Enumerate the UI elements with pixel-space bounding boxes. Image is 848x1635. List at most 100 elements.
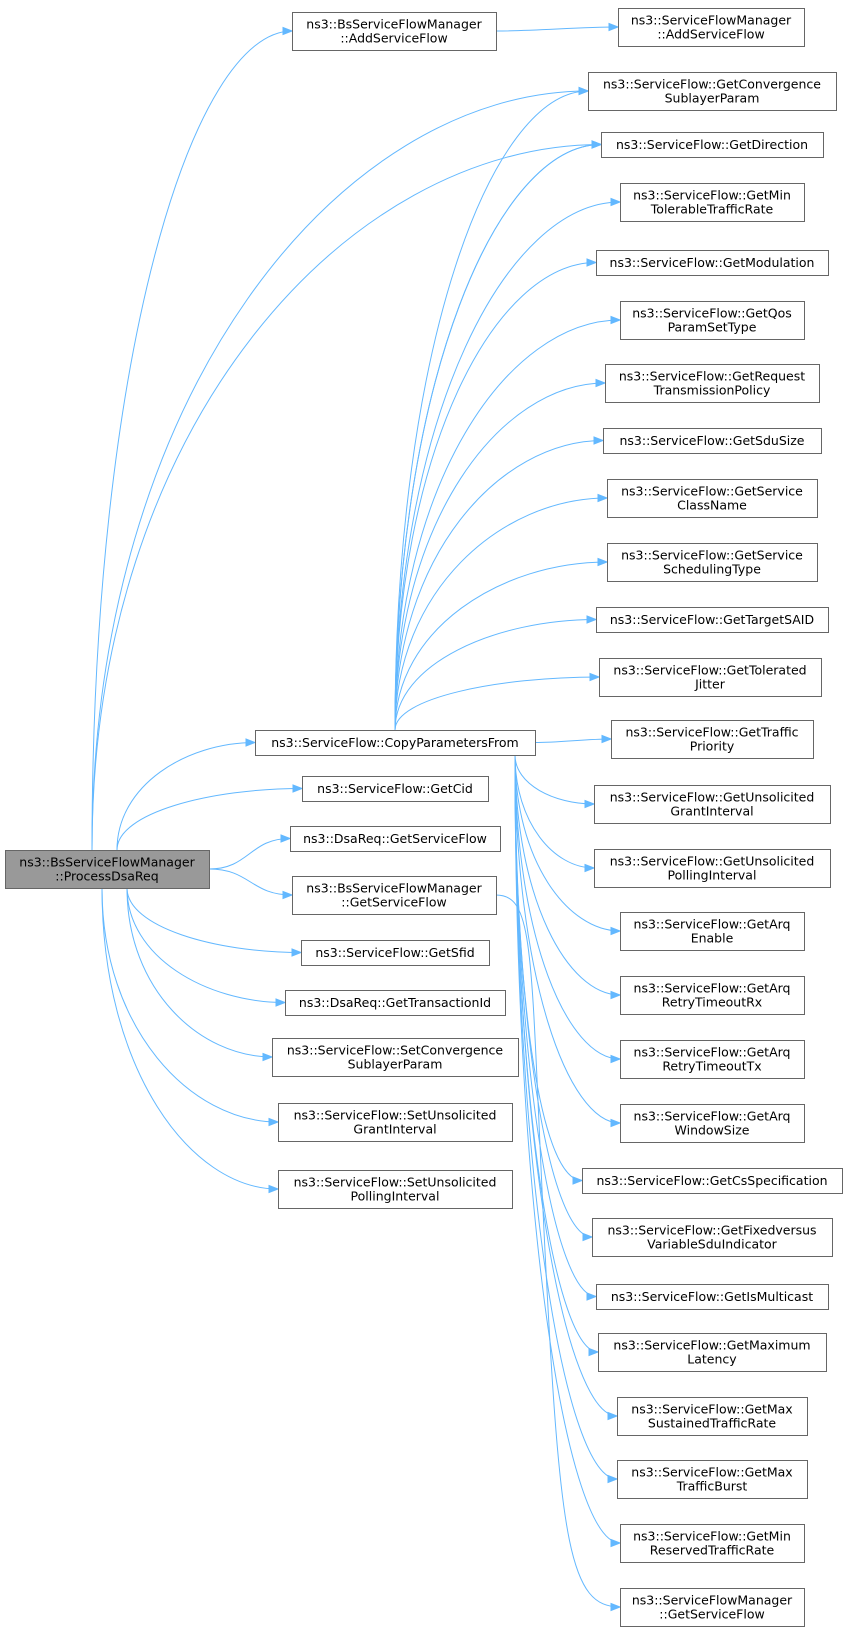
node-label-line: ns3::ServiceFlow::GetIsMulticast: [611, 1289, 813, 1304]
node-box: [607, 479, 818, 518]
node-get-min-reserved-traffic-rate[interactable]: ns3::ServiceFlow::GetMinReservedTrafficR…: [620, 1524, 805, 1563]
node-label-line: WindowSize: [675, 1123, 750, 1138]
node-copy-parameters-from[interactable]: ns3::ServiceFlow::CopyParametersFrom: [255, 730, 536, 756]
node-get-max-sustained-traffic-rate[interactable]: ns3::ServiceFlow::GetMaxSustainedTraffic…: [617, 1397, 808, 1436]
node-get-cs-specification[interactable]: ns3::ServiceFlow::GetCsSpecification: [582, 1168, 843, 1194]
node-box: [301, 940, 490, 966]
node-bs-add-service-flow[interactable]: ns3::BsServiceFlowManager::AddServiceFlo…: [292, 12, 497, 51]
node-get-sfid[interactable]: ns3::ServiceFlow::GetSfid: [301, 940, 490, 966]
node-box: [620, 976, 805, 1015]
arrowhead-icon: [610, 926, 622, 936]
node-get-service-scheduling-type[interactable]: ns3::ServiceFlow::GetServiceSchedulingTy…: [607, 543, 818, 582]
node-get-target-said[interactable]: ns3::ServiceFlow::GetTargetSAID: [596, 607, 829, 633]
node-label-line: ns3::ServiceFlow::GetFixedversus: [607, 1223, 816, 1238]
node-set-unsolicited-polling-interval[interactable]: ns3::ServiceFlow::SetUnsolicitedPollingI…: [278, 1170, 513, 1209]
node-label-line: ns3::ServiceFlow::GetQos: [632, 306, 792, 321]
node-get-sdu-size[interactable]: ns3::ServiceFlow::GetSduSize: [603, 428, 822, 454]
node-label-line: GrantInterval: [670, 804, 753, 819]
arrowhead-icon: [610, 197, 622, 207]
arrowhead-icon: [591, 140, 603, 149]
arrowhead-icon: [586, 1292, 598, 1301]
node-label-line: SublayerParam: [665, 91, 760, 106]
node-box: [617, 1460, 808, 1499]
node-box: [599, 658, 822, 697]
node-get-convergence-sublayer-param[interactable]: ns3::ServiceFlow::GetConvergenceSublayer…: [588, 72, 837, 111]
node-box: [601, 132, 824, 158]
node-label-line: ns3::ServiceFlow::GetCsSpecification: [596, 1173, 827, 1188]
arrowhead-icon: [582, 1232, 594, 1242]
node-dsareq-get-service-flow[interactable]: ns3::DsaReq::GetServiceFlow: [290, 826, 501, 852]
node-box: [611, 720, 814, 759]
node-box: [594, 785, 831, 824]
node-get-direction[interactable]: ns3::ServiceFlow::GetDirection: [601, 132, 824, 158]
arrowhead-icon: [608, 22, 620, 32]
node-box: [255, 730, 536, 756]
edge-process-dsa-req-to-dsareq-get-service-flow: [208, 838, 291, 870]
edge-process-dsa-req-to-dsareq-get-transaction-id: [126, 887, 286, 1003]
node-label-line: ns3::ServiceFlow::GetService: [621, 548, 803, 563]
node-dsareq-get-transaction-id[interactable]: ns3::DsaReq::GetTransactionId: [285, 990, 506, 1016]
node-box: [620, 1040, 805, 1079]
node-get-cid[interactable]: ns3::ServiceFlow::GetCid: [302, 776, 489, 802]
node-box: [620, 1588, 805, 1627]
node-get-min-tolerable-traffic-rate[interactable]: ns3::ServiceFlow::GetMinTolerableTraffic…: [620, 183, 805, 222]
arrowhead-icon: [593, 436, 605, 445]
node-label-line: ns3::ServiceFlow::GetRequest: [619, 369, 805, 384]
arrowhead-icon: [586, 615, 598, 624]
node-label-line: RetryTimeoutRx: [662, 995, 762, 1010]
node-bs-get-service-flow[interactable]: ns3::BsServiceFlowManager::GetServiceFlo…: [292, 876, 497, 915]
node-box: [272, 1038, 519, 1077]
node-label-line: PollingInterval: [351, 1189, 440, 1204]
arrowhead-icon: [610, 1054, 622, 1064]
edge-copy-parameters-from-to-get-unsolicited-grant-interval: [514, 754, 595, 805]
node-label-line: ns3::BsServiceFlowManager: [306, 881, 482, 896]
node-box: [285, 990, 506, 1016]
node-label-line: ns3::ServiceFlow::GetTargetSAID: [610, 612, 814, 627]
node-box: [617, 1397, 808, 1436]
arrowhead-icon: [589, 672, 601, 682]
node-box: [596, 1284, 829, 1310]
node-get-unsolicited-grant-interval[interactable]: ns3::ServiceFlow::GetUnsolicitedGrantInt…: [594, 785, 831, 824]
node-box: [278, 1170, 513, 1209]
node-process-dsa-req[interactable]: ns3::BsServiceFlowManager::ProcessDsaReq: [5, 850, 210, 889]
edge-copy-parameters-from-to-get-min-reserved-traffic-rate: [514, 754, 621, 1544]
node-get-request-transmission-policy[interactable]: ns3::ServiceFlow::GetRequestTransmission…: [605, 364, 820, 403]
node-sfm-get-service-flow[interactable]: ns3::ServiceFlowManager::GetServiceFlow: [620, 1588, 805, 1627]
node-get-fixed-versus-variable-sdu-indicator[interactable]: ns3::ServiceFlow::GetFixedversusVariable…: [592, 1218, 833, 1257]
node-label-line: ReservedTrafficRate: [650, 1543, 775, 1558]
node-set-convergence-sublayer-param[interactable]: ns3::ServiceFlow::SetConvergenceSublayer…: [272, 1038, 519, 1077]
node-set-unsolicited-grant-interval[interactable]: ns3::ServiceFlow::SetUnsolicitedGrantInt…: [278, 1103, 513, 1142]
node-get-modulation[interactable]: ns3::ServiceFlow::GetModulation: [596, 250, 829, 276]
node-sfm-add-service-flow[interactable]: ns3::ServiceFlowManager::AddServiceFlow: [618, 8, 805, 47]
node-box: [620, 1524, 805, 1563]
edge-process-dsa-req-to-get-direction: [91, 144, 602, 851]
node-label-line: ns3::ServiceFlow::GetTraffic: [625, 725, 798, 740]
node-label-line: ns3::ServiceFlow::GetCid: [317, 781, 473, 796]
node-box: [620, 1104, 805, 1143]
node-label-line: Latency: [687, 1352, 737, 1367]
node-label-line: ns3::ServiceFlow::GetArq: [634, 1045, 791, 1060]
node-label-line: ParamSetType: [668, 320, 757, 335]
arrowhead-icon: [610, 1538, 622, 1548]
node-box: [620, 912, 805, 951]
arrowhead-icon: [572, 1176, 584, 1185]
node-get-unsolicited-polling-interval[interactable]: ns3::ServiceFlow::GetUnsolicitedPollingI…: [594, 849, 831, 888]
edge-copy-parameters-from-to-get-fixed-versus-variable-sdu-indicator: [514, 754, 593, 1238]
arrowhead-icon: [610, 1602, 622, 1612]
edge-bs-get-service-flow-to-sfm-get-service-flow: [495, 894, 621, 1608]
node-label-line: ns3::ServiceFlow::SetUnsolicited: [294, 1108, 497, 1123]
arrowhead-icon: [586, 258, 598, 267]
node-get-is-multicast[interactable]: ns3::ServiceFlow::GetIsMulticast: [596, 1284, 829, 1310]
edge-process-dsa-req-to-set-convergence-sublayer-param: [126, 887, 273, 1058]
